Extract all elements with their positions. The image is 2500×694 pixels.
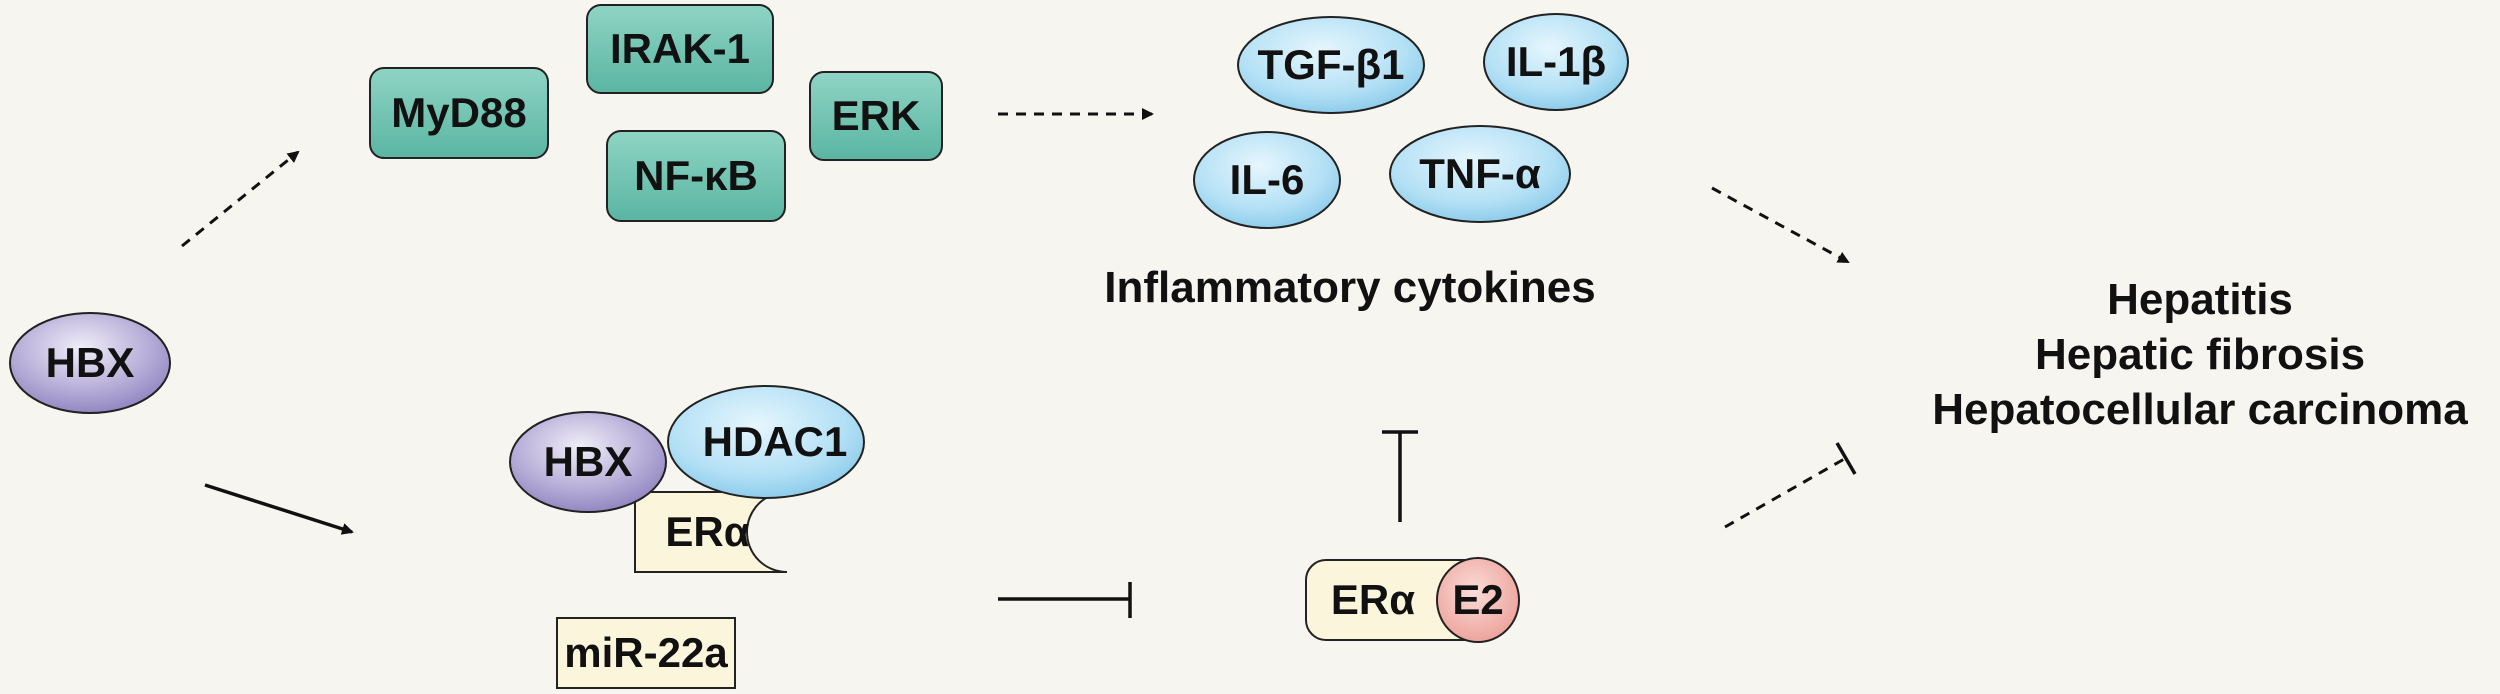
- nfkb-box-shape: [606, 130, 786, 222]
- arrow-hbx-to-signaling: [181, 150, 300, 248]
- outcome-hepatitis: Hepatitis: [2107, 275, 2293, 324]
- hbx-label: HBX: [45, 339, 135, 386]
- irak1-label: IRAK-1: [609, 25, 750, 72]
- arrow-cytokines-to-outcomes: [1711, 186, 1850, 264]
- myd88-box-shape: [369, 67, 549, 159]
- tgfb1-node-shape: [1237, 16, 1425, 114]
- complex-era-label: ERα: [665, 508, 750, 555]
- irak1-box-shape: [586, 4, 774, 94]
- myd88-label: MyD88: [391, 89, 527, 136]
- tnfa-node-shape: [1389, 125, 1571, 223]
- erk-label: ERK: [831, 92, 921, 139]
- complex-hbx-shape: [509, 411, 667, 513]
- cytokines-caption: Inflammatory cytokines: [1104, 263, 1596, 312]
- arrow-hbx-to-complex: [204, 483, 354, 535]
- erk-box-shape: [809, 71, 943, 161]
- nfkb-label: NF-κB: [634, 152, 758, 199]
- receptor-era-label: ERα: [1330, 576, 1416, 623]
- complex-hbx-label: HBX: [543, 438, 633, 485]
- hbx-node-shape: [9, 312, 171, 414]
- inhibit-receptor-to-outcomes: [1724, 442, 1857, 529]
- inhibit-complex-to-receptor: [998, 582, 1132, 618]
- tnfa-label: TNF-α: [1419, 150, 1541, 197]
- tgfb1-label: TGF-β1: [1257, 41, 1405, 88]
- mir22a-box-shape: [556, 617, 736, 689]
- receptor-e2-shape: [1436, 557, 1520, 643]
- inhibit-receptor-to-cytokines: [1382, 430, 1418, 522]
- il1b-node-shape: [1483, 13, 1629, 111]
- il1b-label: IL-1β: [1505, 38, 1607, 85]
- mir22a-label: miR-22a: [564, 629, 728, 676]
- receptor-e2-label: E2: [1452, 576, 1504, 623]
- complex-hdac1-shape: [667, 385, 865, 499]
- outcome-hcc: Hepatocellular carcinoma: [1932, 385, 2468, 434]
- complex-hdac1-label: HDAC1: [702, 418, 848, 465]
- il6-node-shape: [1193, 131, 1341, 229]
- il6-label: IL-6: [1229, 156, 1305, 203]
- outcome-fibrosis: Hepatic fibrosis: [2034, 330, 2366, 379]
- outcomes-list: Hepatitis Hepatic fibrosis Hepatocellula…: [1900, 272, 2500, 437]
